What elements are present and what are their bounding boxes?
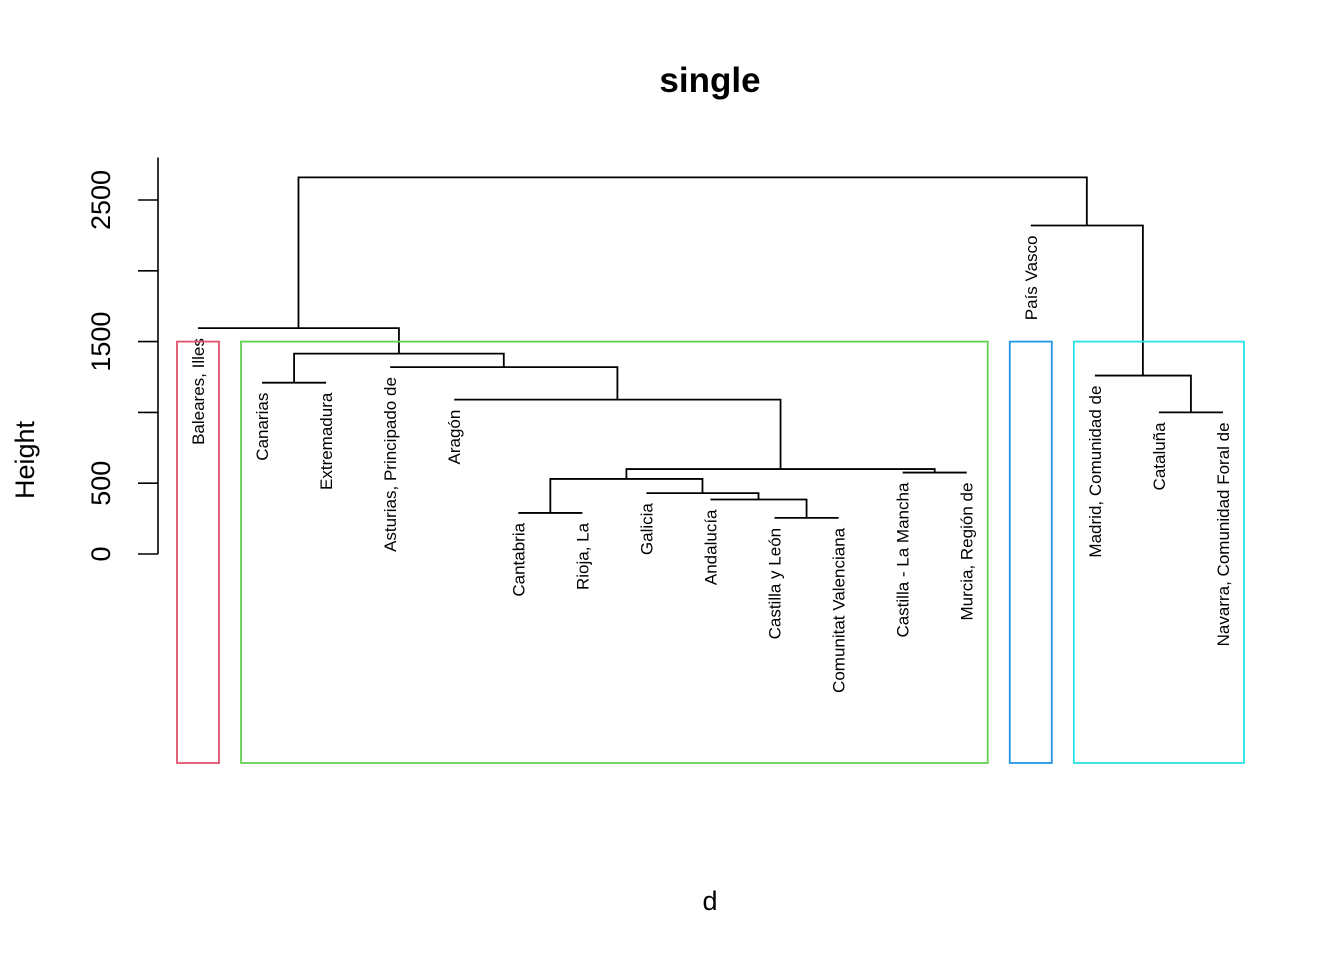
leaf-label: Cataluña [1150,422,1169,491]
x-axis-title: d [702,886,717,916]
y-tick-label: 500 [86,461,116,506]
cluster-rectangle [240,340,989,764]
cluster-rectangle [1072,340,1245,764]
dendrogram-branch [710,498,808,518]
leaf-label: Rioja, La [573,522,592,590]
dendrogram-branch [625,468,936,479]
leaf-label: Baleares, Illes [189,338,208,445]
cluster-rectangle [1008,340,1053,764]
dendrogram-branch [390,366,619,400]
leaf-label: Andalucía [701,509,720,585]
dendrogram-branch [1094,374,1192,413]
dendrogram-branch [454,398,782,470]
dendrogram-branch [646,492,760,500]
leaf-label: Aragón [445,410,464,465]
leaf-label: Castilla - La Mancha [894,482,913,638]
y-tick-label: 2500 [86,170,116,230]
leaf-label: Extremadura [317,392,336,490]
leaf-label: Madrid, Comunidad de [1086,386,1105,558]
dendrogram-branches [198,176,1223,519]
y-axis: 0 500 1500 2500 [86,157,159,562]
leaf-label: Castilla y León [766,528,785,640]
chart-title: single [659,61,760,100]
leaf-label: Murcia, Región de [958,483,977,621]
dendrogram-branch [549,478,704,513]
leaf-label: País Vasco [1022,235,1041,320]
leaf-label: Cantabria [509,522,528,596]
dendrogram-branch [297,176,1088,329]
leaf-label: Asturias, Principado de [381,377,400,552]
y-tick-label: 1500 [86,312,116,372]
dendrogram-branch [1030,224,1144,376]
leaf-label: Galicia [637,503,656,556]
leaf-label: Canarias [253,393,272,461]
cluster-rectangle [176,340,220,764]
dendrogram-branch [198,327,400,354]
leaf-label: Comunitat Valenciana [830,527,849,693]
leaf-label: Navarra, Comunidad Foral de [1214,422,1233,646]
cluster-rectangles [176,340,1245,764]
y-tick-label: 0 [86,546,116,561]
y-axis-title: Height [10,420,40,499]
